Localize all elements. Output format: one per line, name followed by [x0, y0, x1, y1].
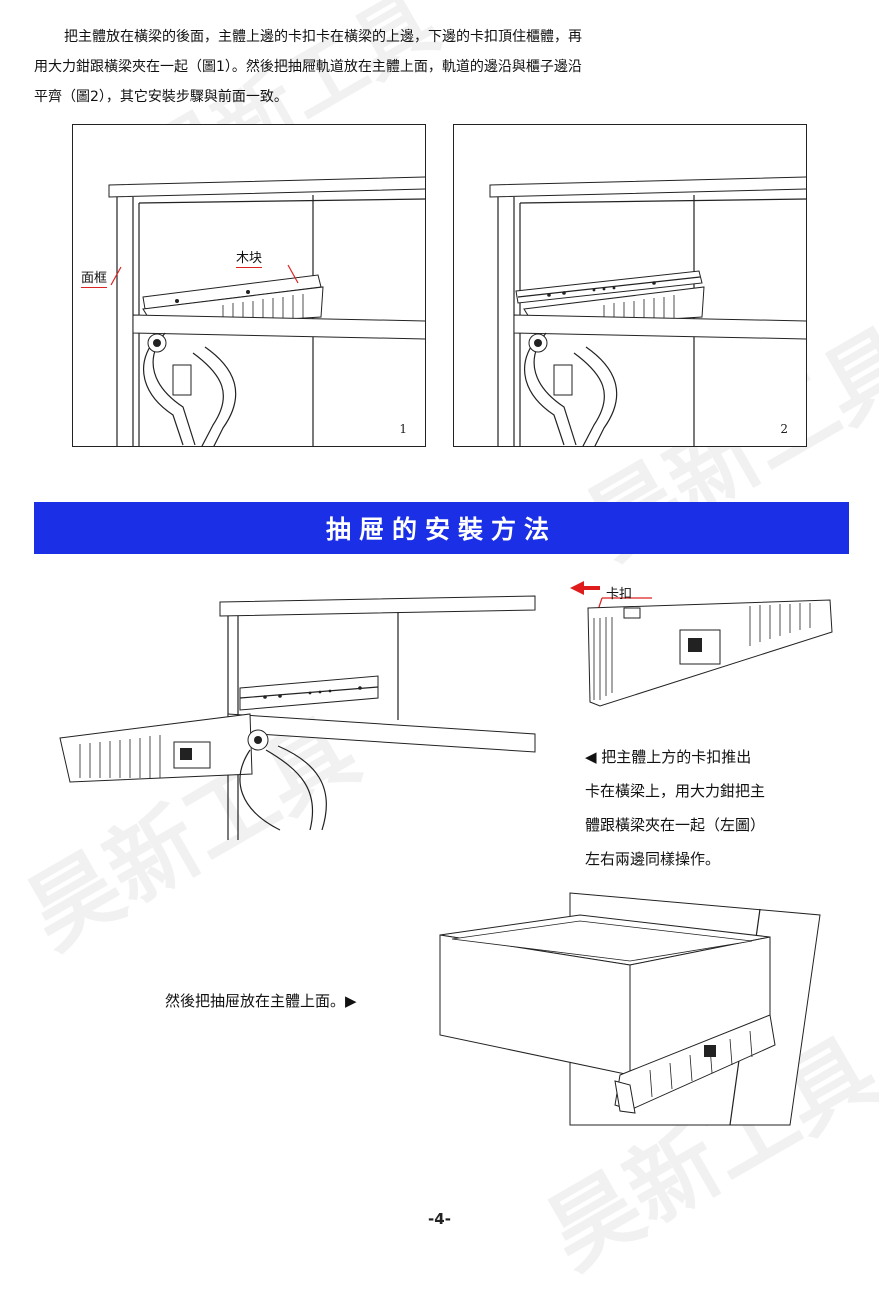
install-illustration: [59, 595, 536, 840]
label-wood-block: 木块: [236, 247, 263, 268]
intro-paragraph: 把主體放在橫梁的後面，主體上邊的卡扣卡在橫梁的上邊，下邊的卡扣頂住櫃體，再 用大…: [34, 22, 834, 112]
label-clip: 卡扣: [606, 587, 633, 602]
step-1-text: ◀ 把主體上方的卡扣推出 卡在橫梁上，用大力鉗把主 體跟橫梁夾在一起（左圖） 左…: [585, 740, 835, 876]
intro-line: 平齊（圖2），其它安裝步驟與前面一致。: [34, 89, 288, 105]
page-number: -4-: [428, 1210, 451, 1228]
step-1-line: ◀ 把主體上方的卡扣推出: [585, 748, 752, 766]
drawer-illustration: [439, 892, 821, 1126]
label-face-frame: 面框: [81, 267, 108, 288]
intro-line: 把主體放在橫梁的後面，主體上邊的卡扣卡在橫梁的上邊，下邊的卡扣頂住櫃體，再: [64, 29, 582, 45]
section-title-banner: 抽屉的安裝方法: [34, 502, 849, 554]
figure-number: 1: [399, 422, 407, 436]
clip-detail-illustration: [570, 581, 833, 707]
figure-1: 木块 面框 1: [72, 124, 426, 447]
intro-line: 用大力鉗跟橫梁夾在一起（圖1）。然後把抽屜軌道放在主體上面，軌道的邊沿與櫃子邊沿: [34, 59, 582, 75]
section-title: 抽屉的安裝方法: [325, 515, 557, 544]
figure-2: 2: [453, 124, 807, 447]
step-1-line: 左右兩邊同樣操作。: [585, 850, 721, 868]
step-1-line: 體跟橫梁夾在一起（左圖）: [585, 816, 766, 834]
figure-2-drawing: [489, 176, 806, 446]
step-2-text: 然後把抽屉放在主體上面。▶: [165, 992, 357, 1010]
figure-number: 2: [780, 422, 788, 436]
figure-1-drawing: [108, 176, 425, 446]
step-1-line: 卡在橫梁上，用大力鉗把主: [585, 782, 766, 800]
